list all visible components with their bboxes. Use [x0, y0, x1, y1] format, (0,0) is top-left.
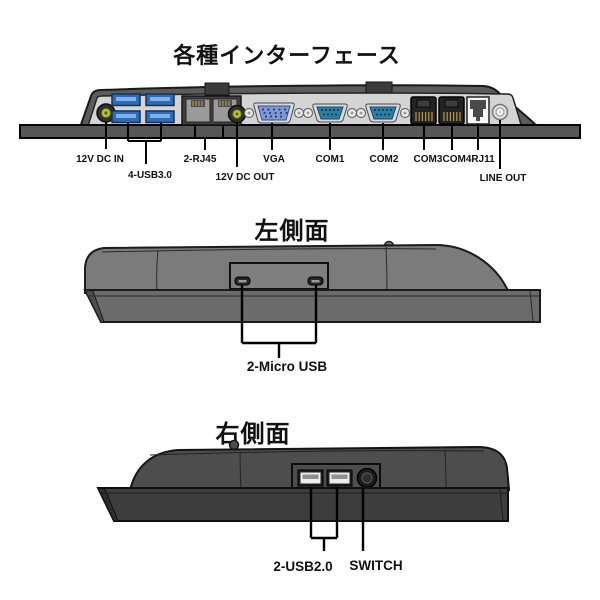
switch-label: SWITCH	[349, 558, 402, 573]
dc-out-label: 12V DC OUT	[216, 172, 275, 183]
usb3-port	[145, 110, 175, 124]
micro-usb-port	[234, 276, 251, 286]
usb2-port	[297, 469, 324, 487]
rear-section-title: 各種インターフェース	[173, 43, 401, 68]
usb3-label: 4-USB3.0	[128, 170, 172, 181]
line-out-label: LINE OUT	[480, 173, 527, 184]
left-side-diagram: 2-Micro USB	[83, 240, 541, 374]
mount-tab-right	[365, 81, 393, 94]
com1-port	[302, 103, 358, 123]
mount-tab-left	[204, 82, 230, 96]
dc-out-jack	[227, 104, 247, 124]
bezel-seams	[88, 290, 540, 322]
vga-label: VGA	[263, 154, 285, 165]
body-top-seam	[101, 248, 437, 253]
body-seams	[156, 246, 388, 292]
com3-label: COM3	[414, 154, 443, 165]
rj11-label: RJ11	[471, 154, 495, 165]
right-side-diagram: 2-USB2.0 SWITCH	[96, 439, 511, 574]
com3-port	[410, 96, 437, 125]
rear-leader-lines	[105, 120, 501, 169]
switch-button	[356, 467, 378, 489]
usb3-port	[145, 93, 175, 107]
body-top-seam	[149, 450, 485, 456]
usb3-port	[111, 93, 141, 107]
rear-panel-diagram: 12V DC IN 4-USB3.0 2-RJ45 12V DC OUT VGA…	[19, 81, 581, 184]
body-seams	[239, 449, 447, 491]
line-out-jack	[491, 103, 509, 121]
usb2-port	[326, 469, 353, 487]
dc-in-label: 12V DC IN	[76, 154, 124, 165]
rj11-port	[466, 96, 490, 125]
usb3-port	[111, 110, 141, 124]
usb2-label: 2-USB2.0	[273, 559, 332, 574]
right-side-section-title: 右側面	[215, 421, 291, 448]
left-bezel-bar	[83, 289, 541, 323]
bezel-seams	[100, 488, 508, 521]
front-bezel-bar	[19, 124, 581, 139]
usb3-ports	[111, 93, 175, 124]
bezel-left-facet	[97, 487, 119, 522]
micro-usb-port	[307, 276, 324, 286]
rj45-label: 2-RJ45	[184, 154, 217, 165]
com1-label: COM1	[316, 154, 345, 165]
vga-port	[243, 102, 305, 124]
left-side-section-title: 左側面	[254, 218, 330, 245]
com4-label: COM4	[443, 154, 472, 165]
micro-usb-label: 2-Micro USB	[247, 359, 328, 374]
side-bump	[228, 439, 240, 451]
com2-label: COM2	[370, 154, 399, 165]
usb2-switch-leader-lines	[309, 487, 365, 551]
micro-usb-leader-lines	[240, 285, 318, 358]
com4-port	[438, 96, 465, 125]
bezel-left-facet	[84, 289, 105, 323]
